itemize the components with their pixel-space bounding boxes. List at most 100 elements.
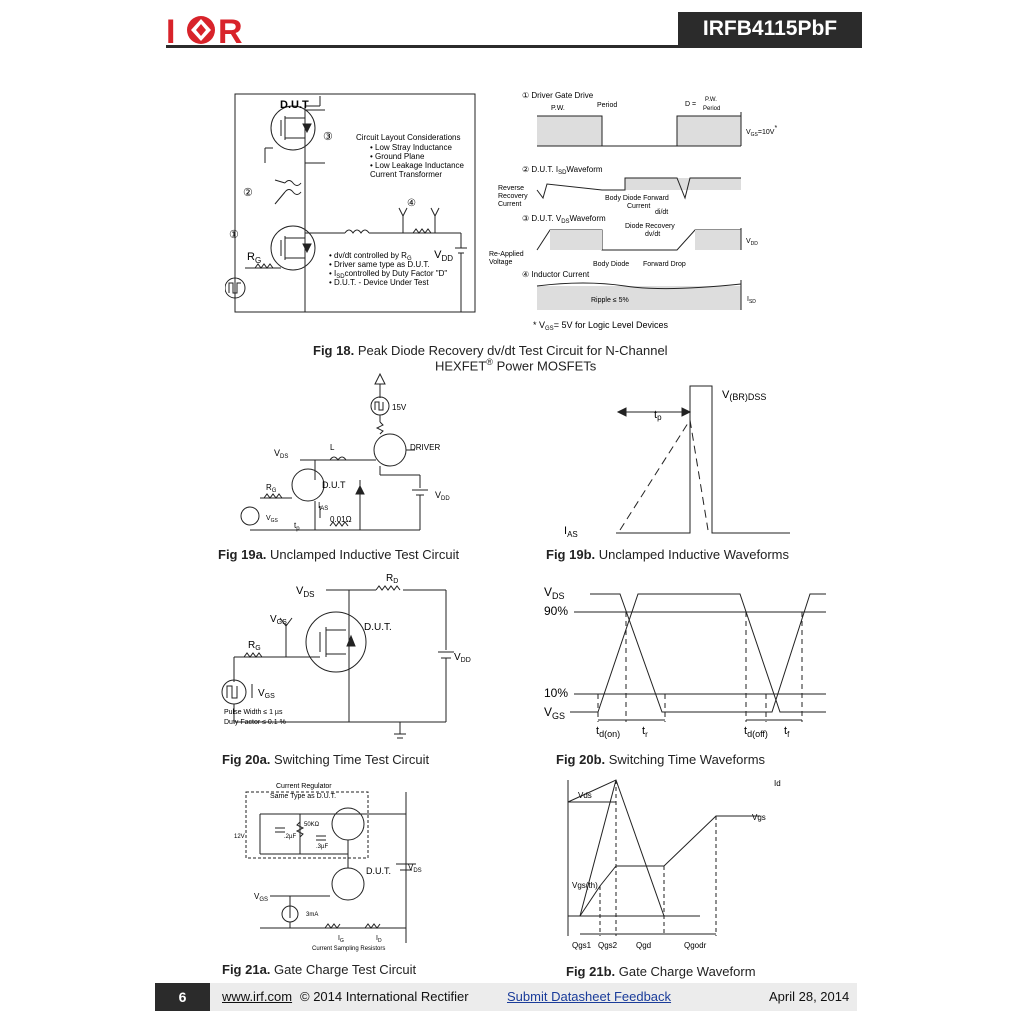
fig18-w3-bd: Body Diode: [593, 261, 629, 268]
fig21a-diagram: Current Regulator Same Type as D.U.T. 50…: [234, 783, 422, 952]
fig20b-tr: tr: [642, 725, 648, 739]
fig18-w3-fd: Forward Drop: [643, 261, 686, 268]
fig21b-vgsth: Vgs(th): [572, 881, 598, 890]
fig20a-caption: Fig 20a. Switching Time Test Circuit: [222, 752, 430, 767]
fig19a-rg: RG: [266, 483, 277, 494]
fig19a-diagram: 15V L VDS DRIVER D.U.T RG VDD IAS VGS tp…: [240, 372, 450, 532]
fig20b-tf: tf: [784, 725, 790, 739]
fig18-w1-d: D =: [685, 101, 696, 108]
fig21b-qgs2: Qgs2: [598, 941, 618, 950]
fig21b-qgd: Qgd: [636, 941, 651, 950]
fig20a-rg: RG: [248, 640, 261, 652]
fig21b-caption: Fig 21b. Gate Charge Waveform: [566, 964, 756, 979]
fig21a-caption: Fig 21a. Gate Charge Test Circuit: [222, 962, 417, 977]
fig20a-df: Duty Factor ≤ 0.1 %: [224, 719, 286, 726]
fig18-w4-isd: ISD: [747, 296, 756, 305]
fig18-w4-title: ④ Inductor Current: [522, 270, 590, 279]
fig21b-vds: Vds: [578, 791, 592, 800]
fig18-w2-bd: Current: [627, 203, 650, 210]
fig20a-diagram: VDS RD VGS RG D.U.T. VDD VGS Pulse Width…: [221, 573, 471, 739]
fig20b-vgs: VGS: [544, 705, 565, 721]
fig21b-diagram: Id Vds Vgs Vgs(th) Qgs1 Qgs2 Qgd Qgodr: [567, 779, 781, 950]
fig21b-qgs1: Qgs1: [572, 941, 592, 950]
fig21b-vgs: Vgs: [752, 813, 766, 822]
fig20b-tdoff: td(off): [744, 725, 768, 739]
fig19b-ias: IAS: [564, 525, 578, 539]
fig21a-vgs: VGS: [254, 892, 268, 903]
fig19a-vdd: VDD: [435, 490, 450, 502]
fig18-note-2: • Driver same type as D.U.T.: [329, 260, 430, 269]
fig21a-cr1: Current Regulator: [276, 783, 332, 790]
fig18-vdd: VDD: [434, 249, 453, 263]
footer: 6 www.irf.com © 2014 International Recti…: [155, 983, 857, 1011]
fig18-diagram: D.U.T ③ ② ① ④ RG VDD Circuit Layout Cons…: [225, 91, 777, 332]
fig18-w2-rr: Recovery: [498, 193, 528, 200]
fig21a-c2: .2µF: [284, 834, 296, 840]
fig18-dut-mosfet-icon: [270, 105, 316, 151]
fig19a-ias: IAS: [318, 501, 328, 512]
fig18-w4-ripple: Ripple ≤ 5%: [591, 297, 629, 304]
fig19a-tp: tp: [294, 521, 300, 532]
fig18-driver-mosfet-icon: [270, 225, 316, 271]
page-number: 6: [155, 983, 210, 1011]
fig20a-vdd: VDD: [454, 652, 471, 664]
fig20a-dut: D.U.T.: [364, 622, 392, 633]
fig20a-vds: VDS: [296, 585, 314, 599]
fig18-caption: Fig 18. Peak Diode Recovery dv/dt Test C…: [313, 343, 668, 358]
fig21a-r50k: 50KΩ: [304, 822, 320, 828]
fig21b-id: Id: [774, 779, 781, 788]
fig19a-vds: VDS: [274, 448, 288, 460]
fig19b-tp: tp: [654, 409, 662, 422]
fig21a-cr2: Same Type as D.U.T.: [270, 793, 336, 800]
fig19b-diagram: V(BR)DSS tp IAS: [564, 385, 790, 539]
fig19b-caption: Fig 19b. Unclamped Inductive Waveforms: [546, 547, 790, 562]
fig20b-caption: Fig 20b. Switching Time Waveforms: [556, 752, 766, 767]
fig20a-pw: Pulse Width ≤ 1 µs: [224, 709, 283, 716]
submit-feedback-link[interactable]: Submit Datasheet Feedback: [507, 989, 672, 1004]
fig21a-vds: VDS: [408, 863, 422, 874]
fig21a-v12: 12V: [234, 834, 245, 840]
fig18-note: * VGS= 5V for Logic Level Devices: [533, 320, 668, 332]
header-rule: [166, 45, 862, 48]
fig21a-csr: Current Sampling Resistors: [312, 946, 385, 952]
fig19a-15v: 15V: [392, 403, 407, 412]
fig18-w3-drr: Diode Recovery: [625, 223, 675, 230]
fig19b-vbr: V(BR)DSS: [722, 389, 766, 402]
fig21a-ig: IG: [338, 935, 344, 944]
fig20b-vds: VDS: [544, 585, 565, 601]
fig18-w2-title: ② D.U.T. ISDWaveform: [522, 165, 603, 176]
fig18-num-1: ①: [229, 229, 239, 241]
fig18-w3-reapp: Re-Applied: [489, 251, 524, 258]
fig18-layout-item: • Ground Plane: [370, 152, 425, 161]
fig18-layout-item: • Low Leakage Inductance: [370, 161, 465, 170]
fig18-w1-pw: P.W.: [551, 105, 565, 112]
fig21a-c3: .3µF: [316, 844, 328, 850]
part-number: IRFB4115PbF: [678, 12, 862, 46]
footer-date: April 28, 2014: [769, 989, 850, 1004]
fig18-w3-drr: dv/dt: [645, 231, 660, 238]
fig18-w2-bd: Body Diode Forward: [605, 195, 669, 202]
fig18-num-2: ②: [243, 187, 253, 199]
fig21a-dut: D.U.T.: [366, 866, 391, 876]
fig18-layout-item: • Low Stray Inductance: [370, 143, 453, 152]
irf-link[interactable]: www.irf.com: [222, 989, 293, 1004]
fig18-w2-rr: Reverse: [498, 185, 524, 192]
fig20a-vgs: VGS: [270, 614, 287, 626]
fig20a-rd: RD: [386, 573, 398, 585]
fig19a-l: L: [330, 443, 335, 452]
fig18-w3-title: ③ D.U.T. VDSWaveform: [522, 214, 606, 225]
fig18-num-4: ④: [407, 198, 416, 209]
fig18-w2-rr: Current: [498, 201, 521, 208]
fig18-rg: RG: [247, 251, 261, 265]
fig18-w1-dden: Period: [703, 106, 720, 112]
fig18-num-3: ③: [323, 131, 333, 143]
fig18-w1-vgs: VGS=10V*: [746, 125, 777, 138]
fig18-w1-period: Period: [597, 102, 617, 109]
fig21b-qgodr: Qgodr: [684, 941, 707, 950]
logo-letter-r: R: [218, 13, 243, 48]
fig18-caption-2: HEXFET® Power MOSFETs: [435, 357, 597, 374]
fig19a-caption: Fig 19a. Unclamped Inductive Test Circui…: [218, 547, 460, 562]
ir-logo: I R: [166, 13, 243, 48]
fig18-w1-dnum: P.W.: [705, 97, 717, 103]
fig19a-res: 0.01Ω: [330, 515, 352, 524]
